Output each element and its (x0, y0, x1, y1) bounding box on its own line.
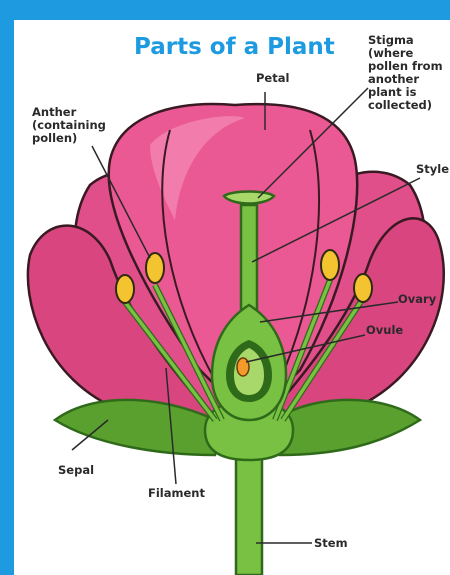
anther (321, 250, 339, 280)
style (241, 205, 257, 320)
label-ovary: Ovary (398, 293, 436, 306)
anther (116, 275, 134, 303)
label-stigma: Stigma (where pollen from another plant … (368, 34, 443, 112)
label-stem: Stem (314, 537, 348, 550)
label-style: Style (416, 163, 449, 176)
anther (354, 274, 372, 302)
label-anther: Anther (containing pollen) (32, 106, 106, 145)
label-ovule: Ovule (366, 324, 403, 337)
anther (146, 253, 164, 283)
label-petal: Petal (256, 72, 289, 85)
stigma (224, 192, 274, 204)
label-sepal: Sepal (58, 464, 94, 477)
ovule (237, 358, 249, 376)
diagram-title: Parts of a Plant (134, 34, 335, 60)
label-filament: Filament (148, 487, 205, 500)
